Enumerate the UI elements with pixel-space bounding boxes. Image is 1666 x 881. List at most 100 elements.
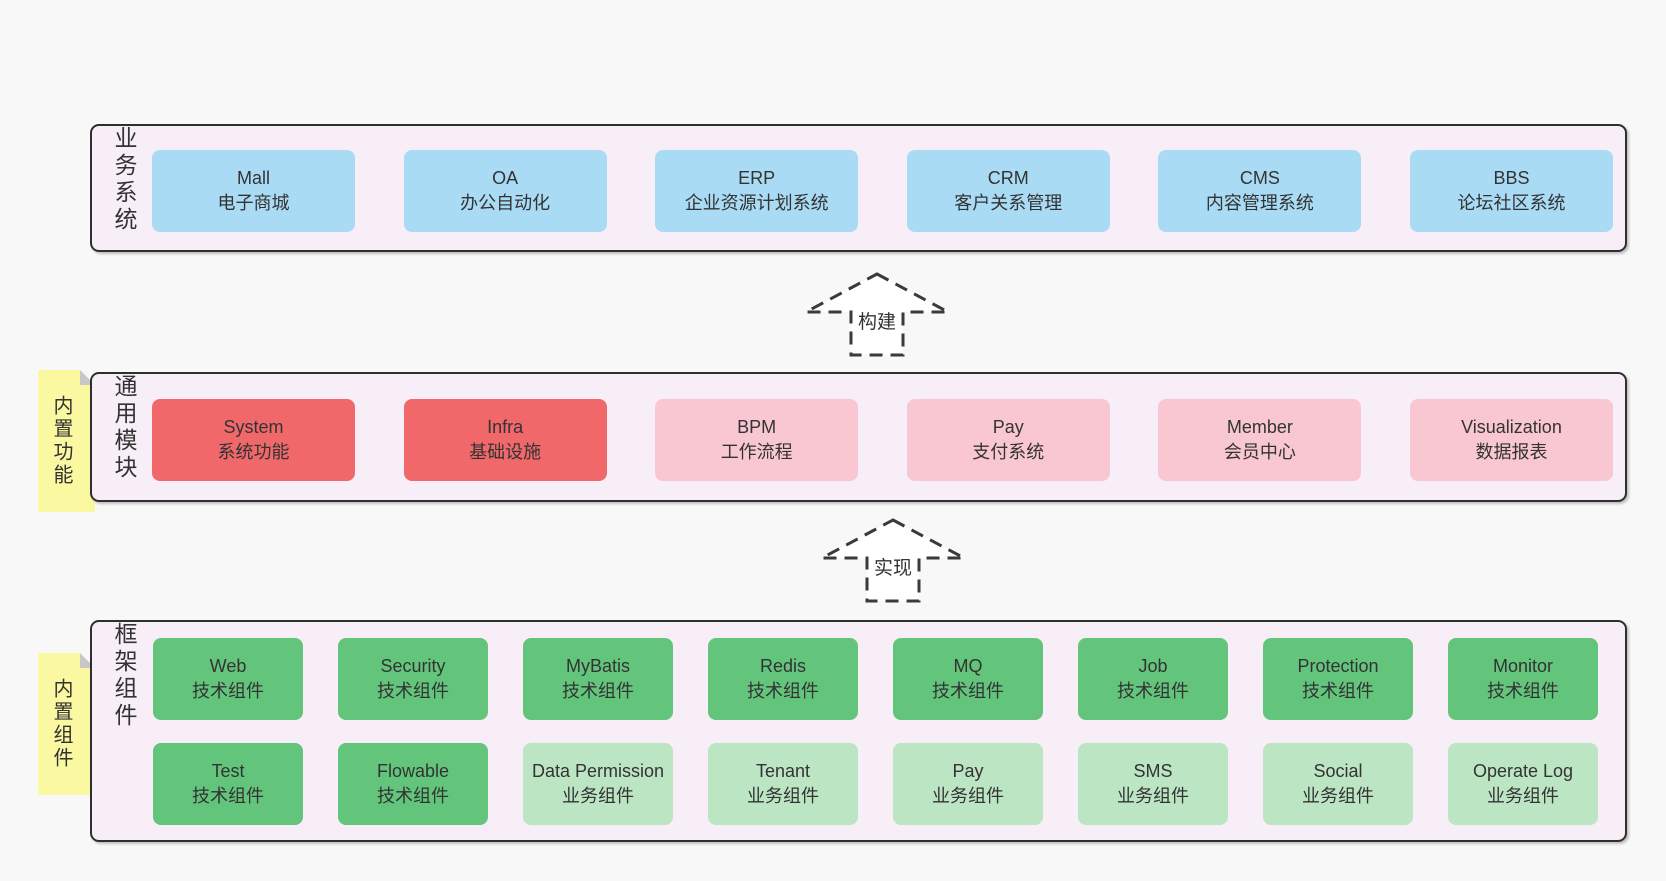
box-subtitle: 技术组件 — [562, 681, 634, 701]
build-arrow: 构建 — [802, 270, 952, 359]
box-subtitle: 技术组件 — [1302, 681, 1374, 701]
build-arrow-label: 构建 — [853, 306, 901, 335]
box-job: Job 技术组件 — [1078, 638, 1228, 720]
box-title: Pay — [952, 761, 984, 781]
box-subtitle: 内容管理系统 — [1205, 193, 1314, 213]
box-title: MyBatis — [565, 656, 630, 676]
box-subtitle: 客户关系管理 — [954, 193, 1063, 213]
box-security: Security 技术组件 — [338, 638, 488, 720]
box-subtitle: 业务组件 — [932, 786, 1004, 806]
builtin-components-tag: 内置组件 — [38, 653, 95, 795]
builtin-features-tag: 内置功能 — [38, 370, 95, 512]
box-redis: Redis 技术组件 — [708, 638, 858, 720]
box-title: Pay — [992, 417, 1024, 437]
box-title: System — [223, 417, 284, 437]
box-subtitle: 会员中心 — [1223, 442, 1296, 462]
box-flowable: Flowable 技术组件 — [338, 743, 488, 825]
box-protection: Protection 技术组件 — [1263, 638, 1413, 720]
box-title: OA — [492, 168, 519, 188]
tag-text: 内置功能 — [50, 395, 72, 487]
box-title: Monitor — [1492, 656, 1554, 676]
box-title: Security — [380, 656, 446, 676]
box-subtitle: 电子商城 — [217, 193, 290, 213]
box-subtitle: 技术组件 — [932, 681, 1004, 701]
business-box-row: Mall 电子商城 OA 办公自动化 ERP 企业资源计划系统 CRM 客户关系… — [152, 150, 1613, 232]
implement-arrow: 实现 — [818, 516, 968, 605]
box-subtitle: 业务组件 — [562, 786, 634, 806]
box-subtitle: 支付系统 — [972, 442, 1045, 462]
box-title: Web — [209, 656, 247, 676]
box-subtitle: 技术组件 — [1117, 681, 1189, 701]
box-infra: Infra 基础设施 — [403, 399, 607, 481]
box-title: Member — [1226, 417, 1293, 437]
box-tenant: Tenant 业务组件 — [708, 743, 858, 825]
box-title: BBS — [1493, 168, 1530, 188]
box-title: Data Permission — [531, 761, 665, 781]
box-title: Test — [211, 761, 245, 781]
box-subtitle: 业务组件 — [1117, 786, 1189, 806]
box-subtitle: 基础设施 — [469, 442, 542, 462]
box-cms: CMS 内容管理系统 — [1158, 150, 1362, 232]
box-web: Web 技术组件 — [153, 638, 303, 720]
box-mybatis: MyBatis 技术组件 — [523, 638, 673, 720]
box-test: Test 技术组件 — [153, 743, 303, 825]
box-title: SMS — [1133, 761, 1173, 781]
box-member: Member 会员中心 — [1158, 399, 1362, 481]
box-pay-component: Pay 业务组件 — [893, 743, 1043, 825]
box-crm: CRM 客户关系管理 — [906, 150, 1110, 232]
box-title: Mall — [236, 168, 270, 188]
box-subtitle: 业务组件 — [1487, 786, 1559, 806]
box-subtitle: 企业资源计划系统 — [684, 193, 829, 213]
box-oa: OA 办公自动化 — [403, 150, 607, 232]
box-title: Operate Log — [1472, 761, 1574, 781]
box-title: Protection — [1297, 656, 1379, 676]
box-title: Job — [1138, 656, 1168, 676]
box-subtitle: 业务组件 — [747, 786, 819, 806]
box-subtitle: 技术组件 — [192, 681, 264, 701]
box-subtitle: 技术组件 — [1487, 681, 1559, 701]
box-subtitle: 论坛社区系统 — [1457, 193, 1566, 213]
box-operate-log: Operate Log 业务组件 — [1448, 743, 1598, 825]
box-mall: Mall 电子商城 — [152, 150, 355, 232]
modules-box-row: System 系统功能 Infra 基础设施 BPM 工作流程 Pay 支付系统… — [152, 399, 1613, 481]
box-subtitle: 技术组件 — [377, 681, 449, 701]
framework-row-2: Test 技术组件 Flowable 技术组件 Data Permission … — [153, 743, 1598, 825]
box-social: Social 业务组件 — [1263, 743, 1413, 825]
box-subtitle: 办公自动化 — [460, 193, 551, 213]
box-title: BPM — [737, 417, 777, 437]
box-title: Tenant — [755, 761, 811, 781]
box-subtitle: 业务组件 — [1302, 786, 1374, 806]
box-title: Redis — [759, 656, 807, 676]
box-title: Social — [1313, 761, 1363, 781]
box-subtitle: 技术组件 — [192, 786, 264, 806]
box-title: Flowable — [376, 761, 450, 781]
box-title: Infra — [487, 417, 524, 437]
box-title: CMS — [1239, 168, 1280, 188]
box-mq: MQ 技术组件 — [893, 638, 1043, 720]
panel-label: 通用模块 — [111, 374, 137, 482]
box-bpm: BPM 工作流程 — [655, 399, 859, 481]
box-title: Visualization — [1461, 417, 1562, 437]
box-pay-module: Pay 支付系统 — [906, 399, 1110, 481]
panel-common-modules: 通用模块 System 系统功能 Infra 基础设施 BPM 工作流程 Pay… — [90, 372, 1627, 502]
box-system: System 系统功能 — [152, 399, 355, 481]
panel-framework-components: 框架组件 Web 技术组件 Security 技术组件 MyBatis 技术组件… — [90, 620, 1627, 842]
box-subtitle: 技术组件 — [747, 681, 819, 701]
box-title: MQ — [953, 656, 983, 676]
box-visualization: Visualization 数据报表 — [1409, 399, 1613, 481]
panel-business-systems: 业务系统 Mall 电子商城 OA 办公自动化 ERP 企业资源计划系统 CRM… — [90, 124, 1627, 252]
box-subtitle: 技术组件 — [377, 786, 449, 806]
box-sms: SMS 业务组件 — [1078, 743, 1228, 825]
box-monitor: Monitor 技术组件 — [1448, 638, 1598, 720]
box-subtitle: 数据报表 — [1475, 442, 1548, 462]
box-erp: ERP 企业资源计划系统 — [655, 150, 859, 232]
box-bbs: BBS 论坛社区系统 — [1409, 150, 1613, 232]
tag-text: 内置组件 — [50, 678, 72, 770]
box-title: CRM — [987, 168, 1029, 188]
framework-row-1: Web 技术组件 Security 技术组件 MyBatis 技术组件 Redi… — [153, 638, 1598, 720]
implement-arrow-label: 实现 — [869, 552, 917, 581]
box-title: ERP — [738, 168, 776, 188]
panel-label: 业务系统 — [111, 126, 137, 234]
box-subtitle: 系统功能 — [217, 442, 290, 462]
